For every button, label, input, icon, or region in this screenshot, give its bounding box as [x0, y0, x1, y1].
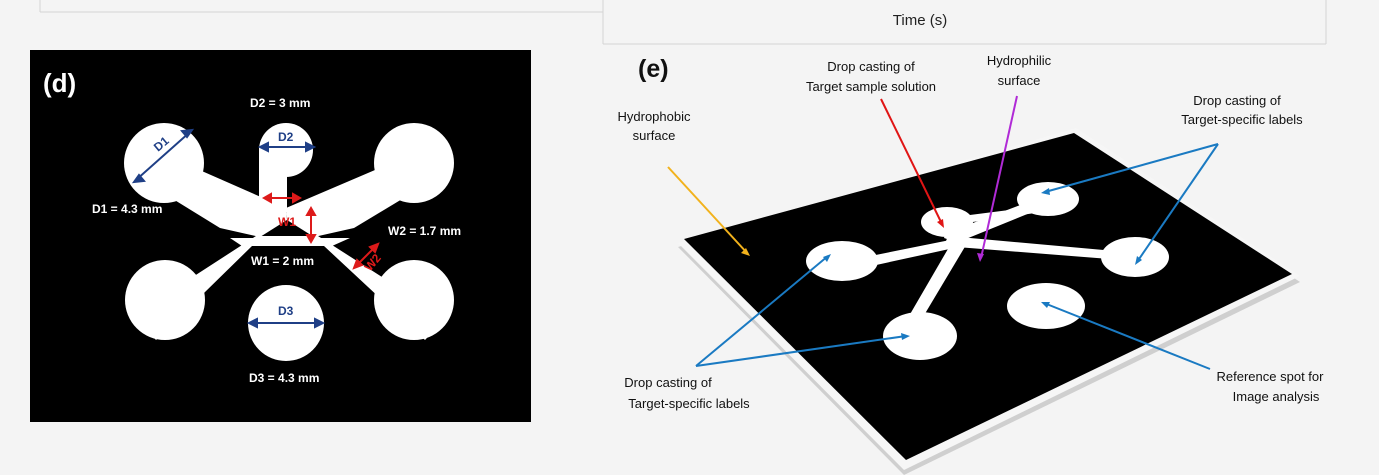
panel-e-tag: (e) — [638, 55, 669, 83]
width-markers — [261, 192, 380, 270]
label-arrow-right — [1136, 143, 1219, 263]
sample-label-line1: Drop casting of — [827, 59, 915, 74]
reference-arrow — [1043, 302, 1211, 370]
d1-arrowhead-b — [180, 128, 195, 139]
label-spot-right-3d — [1101, 237, 1169, 277]
label-spot-top-3d — [1017, 182, 1079, 216]
arm-bottom-3d — [909, 242, 966, 322]
hydrophilic-label-line1: Hydrophilic — [987, 53, 1052, 68]
device-3d-shape — [806, 182, 1169, 360]
w1-mark: W1 — [278, 215, 296, 229]
hydrophobic-label-line1: Hydrophobic — [618, 109, 691, 124]
d3-arrowhead-a — [246, 317, 258, 329]
d2-arrowhead-b — [305, 141, 317, 153]
hydrophobic-label-line2: surface — [633, 128, 676, 143]
w2-arrowhead-b — [368, 242, 380, 254]
w2-arrowhead-a — [352, 258, 364, 270]
hydrophobic-black-surface — [684, 133, 1292, 460]
label-arrowhead-right — [1135, 256, 1142, 265]
previous-figure-strip: Time (s) — [0, 0, 1379, 46]
label-arrowhead-left — [823, 254, 831, 262]
w1-value-label: W1 = 2 mm — [251, 254, 314, 268]
sample-arrowhead — [937, 219, 944, 228]
panel-e-labels: Hydrophobic surface Drop casting of Targ… — [618, 53, 1325, 411]
d1-value-label: D1 = 4.3 mm — [92, 202, 162, 216]
sample-spot-3d — [921, 207, 973, 237]
arms-bottom — [134, 236, 446, 340]
hydrophobic-arrowhead — [741, 248, 750, 256]
labels-top-line1: Drop casting of — [1193, 93, 1281, 108]
d3-value-label: D3 = 4.3 mm — [249, 371, 319, 385]
pointer-arrows — [667, 95, 1219, 370]
panel-d-device-schematic: (d) D1 D2 D3 W1 W2 D2 = 3 mm D1 = 4.3 mm… — [30, 50, 531, 422]
d1-line — [135, 131, 191, 181]
labels-top-line2: Target-specific labels — [1181, 112, 1303, 127]
reference-label-line1: Reference spot for — [1217, 369, 1325, 384]
label-arrowhead-bottom — [901, 333, 910, 340]
hydrophilic-arrowhead — [977, 253, 984, 262]
d1-arrowhead-a — [131, 173, 146, 184]
w1-h-arrowhead-b — [292, 192, 303, 204]
labels-bottom-line2: Target-specific labels — [628, 396, 750, 411]
w2-value-label: W2 = 1.7 mm — [388, 224, 461, 238]
reference-arrowhead — [1041, 302, 1050, 308]
sample-reservoir — [259, 123, 313, 177]
panel-e-3d-illustration: (e) Hydrophobic surface Drop casting of … — [618, 53, 1325, 475]
arm-top-right — [286, 150, 442, 237]
hydrophilic-arrow — [980, 95, 1018, 259]
w1-h-arrowhead-a — [261, 192, 272, 204]
time-axis-label: Time (s) — [892, 12, 948, 29]
diameter-markers — [131, 128, 326, 329]
panel-d-tag: (d) — [43, 68, 76, 98]
d2-arrowhead-a — [257, 141, 269, 153]
labels-bottom-line1: Drop casting of — [624, 375, 712, 390]
label-arrow-bottom — [695, 335, 907, 367]
w1-v-arrowhead-a — [305, 205, 317, 216]
arm-right-3d — [944, 236, 1137, 261]
reference-label-line2: Image analysis — [1233, 389, 1320, 404]
label-spot-left-3d — [806, 241, 878, 281]
d2-value-label: D2 = 3 mm — [250, 96, 310, 110]
label-arrow-left — [695, 255, 829, 367]
label-arrowhead-top — [1041, 188, 1050, 195]
arm-top-left — [134, 150, 287, 237]
w1-v-arrowhead-b — [305, 234, 317, 245]
label-spot-bottom-3d — [883, 312, 957, 360]
previous-figure-frame — [39, 0, 1327, 45]
label-arrow-top — [1044, 143, 1219, 193]
hydrophobic-arrow — [667, 166, 749, 255]
d2-mark: D2 — [278, 130, 294, 144]
sample-arrow — [880, 98, 943, 225]
d3-arrowhead-b — [314, 317, 326, 329]
hydrophilic-label-line2: surface — [998, 73, 1041, 88]
sample-label-line2: Target sample solution — [806, 79, 936, 94]
d3-mark: D3 — [278, 304, 294, 318]
